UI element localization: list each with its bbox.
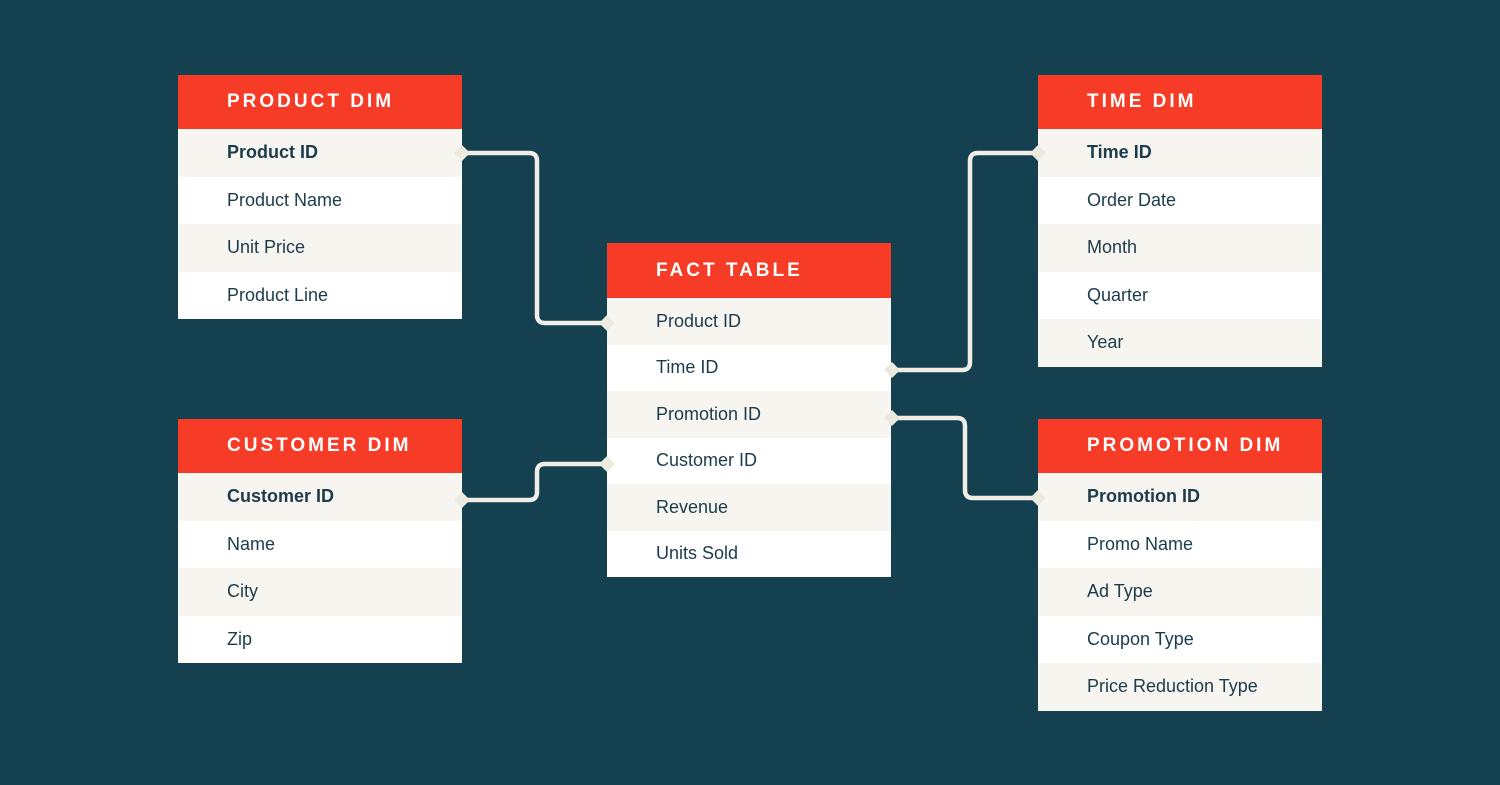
- field-customer-dim-customer-id: Customer ID: [178, 473, 462, 521]
- field-time-dim-order-date: Order Date: [1038, 176, 1322, 224]
- table-promotion-dim: PROMOTION DIM Promotion ID Promo Name Ad…: [1038, 419, 1322, 711]
- field-product-dim-product-id: Product ID: [178, 129, 462, 177]
- table-time-dim: TIME DIM Time ID Order Date Month Quarte…: [1038, 75, 1322, 367]
- connector-promotion-id: [892, 415, 1038, 501]
- field-promotion-dim-coupon-type: Coupon Type: [1038, 615, 1322, 663]
- table-header-promotion-dim: PROMOTION DIM: [1038, 419, 1322, 473]
- field-fact-revenue: Revenue: [607, 484, 891, 531]
- field-product-dim-product-line: Product Line: [178, 271, 462, 319]
- field-promotion-dim-ad-type: Ad Type: [1038, 568, 1322, 616]
- field-product-dim-unit-price: Unit Price: [178, 224, 462, 272]
- field-time-dim-quarter: Quarter: [1038, 271, 1322, 319]
- field-promotion-dim-promotion-id: Promotion ID: [1038, 473, 1322, 521]
- field-promotion-dim-promo-name: Promo Name: [1038, 520, 1322, 568]
- field-time-dim-year: Year: [1038, 319, 1322, 367]
- field-time-dim-month: Month: [1038, 224, 1322, 272]
- table-header-time-dim: TIME DIM: [1038, 75, 1322, 129]
- field-fact-customer-id: Customer ID: [607, 437, 891, 484]
- connector-product-id: [462, 150, 607, 326]
- table-header-customer-dim: CUSTOMER DIM: [178, 419, 462, 473]
- table-header-product-dim: PRODUCT DIM: [178, 75, 462, 129]
- table-fact: FACT TABLE Product ID Time ID Promotion …: [607, 243, 891, 577]
- connector-time-id: [892, 150, 1038, 373]
- table-header-fact: FACT TABLE: [607, 243, 891, 298]
- field-fact-time-id: Time ID: [607, 344, 891, 391]
- field-promotion-dim-price-reduction-type: Price Reduction Type: [1038, 663, 1322, 711]
- field-customer-dim-city: City: [178, 568, 462, 616]
- field-time-dim-time-id: Time ID: [1038, 129, 1322, 177]
- field-fact-product-id: Product ID: [607, 298, 891, 345]
- field-product-dim-product-name: Product Name: [178, 176, 462, 224]
- field-fact-promotion-id: Promotion ID: [607, 391, 891, 438]
- field-customer-dim-zip: Zip: [178, 615, 462, 663]
- field-customer-dim-name: Name: [178, 520, 462, 568]
- field-fact-units-sold: Units Sold: [607, 530, 891, 577]
- table-product-dim: PRODUCT DIM Product ID Product Name Unit…: [178, 75, 462, 319]
- connector-customer-id: [462, 461, 607, 503]
- table-customer-dim: CUSTOMER DIM Customer ID Name City Zip: [178, 419, 462, 663]
